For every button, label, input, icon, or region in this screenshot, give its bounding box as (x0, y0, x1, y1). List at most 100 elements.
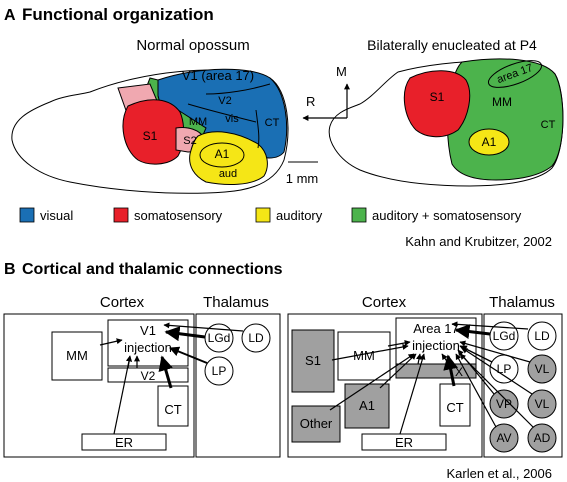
arrow-r-ct-to-injection (443, 354, 459, 387)
citation-b: Karlen et al., 2006 (446, 466, 552, 481)
arrow-r-er-to-injection (399, 353, 426, 435)
right-a1-label: A1 (482, 135, 497, 149)
m-axis-label: M (336, 64, 347, 79)
panel-a-letter: A (4, 7, 16, 24)
right-mm-label: MM (492, 95, 512, 109)
legend-auditory-label: auditory (276, 208, 323, 223)
left-ld-label: LD (248, 331, 264, 345)
legend-auditory-swatch (255, 207, 271, 223)
left-vis-border (187, 103, 257, 123)
arrow-r-s1-to-injection (331, 344, 409, 361)
left-v2-label: V2 (141, 369, 156, 383)
left-ct-label: CT (164, 402, 181, 417)
right-mm-box (337, 331, 391, 381)
right-lgd-label: LGd (493, 329, 516, 343)
arrow-r-lgd-to-area17 (454, 324, 491, 340)
r-axis-label: R (306, 94, 315, 109)
right-ld-label: LD (534, 329, 550, 343)
left-ct-box (157, 385, 189, 427)
left-cortex-box (3, 313, 195, 458)
right-a1-label: A1 (359, 398, 375, 413)
panel-b-letter: B (4, 261, 16, 278)
left-thalamus-label: Thalamus (203, 294, 269, 311)
right-a1-box (344, 383, 390, 429)
arrow-lgd-to-v1 (164, 326, 206, 342)
legend-somatosensory-label: somatosensory (134, 208, 223, 223)
right-er-label: ER (395, 435, 413, 450)
arrow-r-mm-to-injection (387, 340, 411, 347)
right-s1-area (403, 70, 471, 138)
left-injection-label: injection (124, 340, 172, 355)
left-s1-area (122, 99, 185, 165)
left-v1-label: V1 (area 17) (182, 68, 254, 83)
arrow-lp-to-injection (169, 346, 208, 364)
left-er-label: ER (115, 435, 133, 450)
right-area17-ring (487, 60, 543, 88)
right-vl-nucleus-lower (527, 389, 557, 419)
right-er-box (361, 433, 447, 451)
right-x-box (395, 363, 477, 379)
arrow-r-vl-lower-to-injection (461, 347, 533, 395)
right-injection-label: injection (412, 338, 460, 353)
right-thalamus-label: Thalamus (489, 294, 555, 311)
arrow-r-av-to-injection (455, 353, 497, 428)
left-connections-diagram: Cortex Thalamus V1 injection MM V2 CT ER… (3, 294, 281, 458)
right-area17-label: Area 17 (413, 321, 459, 336)
right-ct-label: CT (541, 119, 556, 131)
arrow-ld-to-v1 (163, 322, 244, 332)
left-v1-label: V1 (140, 323, 156, 338)
left-er-box (81, 433, 167, 451)
left-lgd-nucleus (204, 323, 234, 353)
right-av-nucleus (489, 423, 519, 453)
right-connections-diagram: Cortex Thalamus Area 17 injection S1 MM … (287, 294, 563, 458)
right-brain: area 17 S1 MM CT A1 (328, 58, 564, 187)
right-lgd-nucleus (489, 321, 519, 351)
left-v2-border (205, 83, 271, 95)
arrow-ct-to-injection (158, 355, 173, 389)
left-lp-nucleus (204, 356, 234, 386)
arrow-er-to-injection (113, 355, 132, 435)
orientation-axes: M R (302, 64, 350, 121)
arrow-r-ad-to-injection (459, 353, 534, 428)
right-mm-label: MM (353, 348, 375, 363)
right-cortex-box (287, 313, 483, 458)
right-vp-nucleus (489, 389, 519, 419)
left-ct-label: CT (265, 117, 280, 129)
right-vl-label-upper: VL (535, 362, 550, 376)
arrow-r-vl-upper-to-injection (459, 340, 531, 363)
left-thalamus-box (195, 313, 281, 458)
right-ct-label: CT (446, 400, 463, 415)
left-a1-label: A1 (215, 147, 230, 161)
right-av-label: AV (496, 431, 511, 445)
left-s2-label: S2 (183, 135, 196, 147)
right-vl-label-lower: VL (535, 397, 550, 411)
right-thalamus-box (483, 313, 563, 458)
left-a1-ring (199, 142, 245, 168)
right-x-label: X (455, 365, 463, 379)
right-vl-nucleus-upper (527, 354, 557, 384)
legend-visual-swatch (19, 207, 35, 223)
left-lgd-label: LGd (208, 331, 231, 345)
right-ld-nucleus (527, 321, 557, 351)
left-vis-label: vis (225, 113, 239, 125)
arrow-mm-to-injection (99, 338, 123, 346)
left-mm-label: MM (189, 116, 207, 128)
arrow-r-a1-to-injection (379, 353, 417, 389)
panel-b-title: Cortical and thalamic connections (22, 261, 283, 278)
legend: visual somatosensory auditory auditory +… (19, 207, 522, 223)
right-cortex-label: Cortex (362, 294, 407, 311)
right-other-box (291, 405, 341, 443)
left-brain-title: Normal opossum (136, 37, 249, 54)
right-a1-area (468, 128, 510, 156)
right-ad-label: AD (534, 431, 551, 445)
right-lp-label: LP (497, 362, 512, 376)
right-brain-title: Bilaterally enucleated at P4 (367, 37, 537, 53)
scale-bar-label: 1 mm (286, 171, 319, 186)
citation-a: Kahn and Krubitzer, 2002 (405, 234, 552, 249)
right-ad-nucleus (527, 423, 557, 453)
left-lp-label: LP (212, 364, 227, 378)
left-cortex-label: Cortex (100, 294, 145, 311)
left-aud-label: aud (219, 168, 237, 180)
left-mm-label: MM (66, 348, 88, 363)
